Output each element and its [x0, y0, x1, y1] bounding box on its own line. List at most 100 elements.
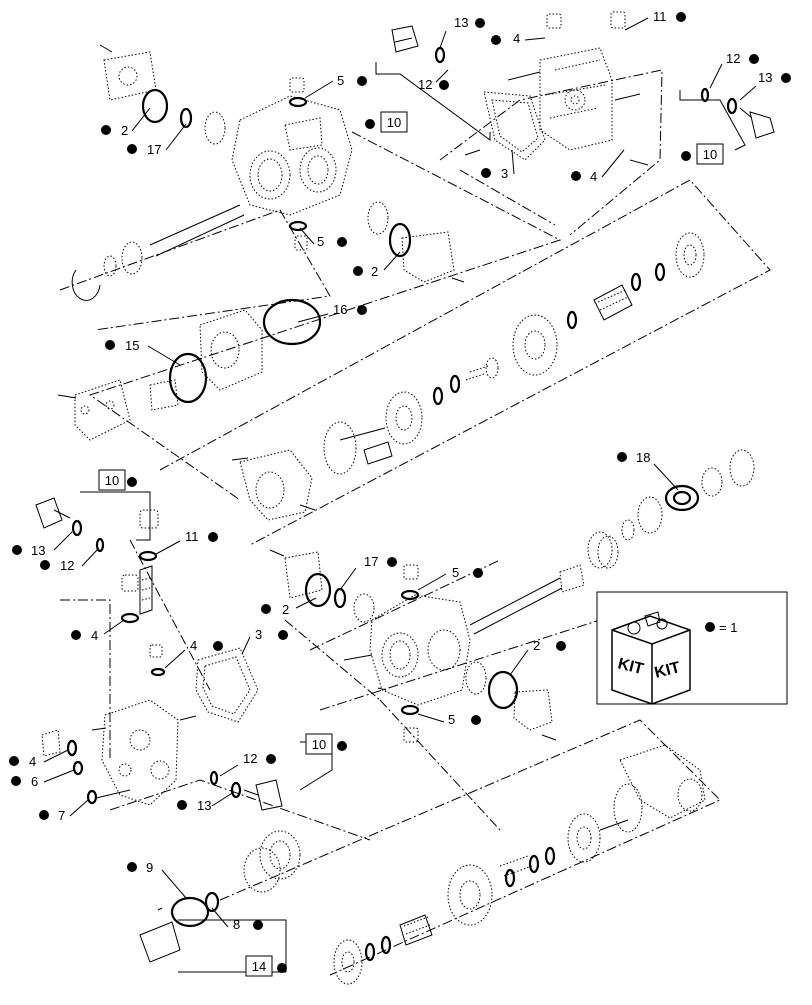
callout-number: 4	[29, 754, 36, 769]
group-bracket	[80, 491, 151, 541]
leader-line	[147, 345, 181, 366]
callout-number: 17	[364, 554, 378, 569]
callout-bullet	[71, 630, 81, 640]
callout-number: 12	[418, 77, 432, 92]
callout-bullet	[9, 756, 19, 766]
callout-number: 4	[590, 169, 597, 184]
callout-17: 17	[127, 123, 187, 157]
callout-bullet	[475, 18, 485, 28]
callout-bullet	[357, 305, 367, 315]
callout-2: 2	[509, 638, 566, 676]
leader-line	[165, 123, 187, 151]
callout-bullet	[749, 54, 759, 64]
callout-4: 4	[9, 749, 69, 769]
callout-bullet	[266, 754, 276, 764]
leader-line	[524, 37, 546, 41]
boxed-label-text: 14	[252, 959, 266, 974]
callout-bullet	[253, 920, 263, 930]
callout-number: 12	[726, 51, 740, 66]
callout-2: 2	[353, 251, 401, 279]
callout-12: 12	[219, 751, 276, 777]
leader-line	[511, 149, 515, 175]
leader-line	[417, 713, 445, 723]
callout-bullet	[439, 80, 449, 90]
callout-number: 2	[371, 264, 378, 279]
top-cartridge-right	[700, 87, 775, 139]
boxed-label-14: 14	[178, 919, 287, 977]
boxed-label-text: 10	[703, 147, 717, 162]
aux-pump	[57, 298, 322, 441]
legend-bullet	[705, 622, 715, 632]
callout-18: 18	[617, 450, 679, 491]
callout-bullet	[471, 715, 481, 725]
callout-13: 13	[739, 70, 791, 101]
group-bracket	[178, 919, 287, 973]
callout-11: 11	[624, 9, 686, 31]
callout-5: 5	[417, 712, 481, 727]
boxed-label-bullet	[337, 741, 347, 751]
lower-rotating-group	[333, 744, 706, 985]
callout-number: 4	[513, 31, 520, 46]
assembly-chain-lines	[59, 69, 771, 976]
callout-number: 12	[60, 558, 74, 573]
callout-bullet	[617, 452, 627, 462]
callout-3: 3	[241, 627, 288, 655]
callout-4: 4	[491, 31, 546, 46]
callout-number: 2	[533, 638, 540, 653]
bottom-cartridge-lower	[209, 770, 283, 811]
leader-line	[241, 636, 251, 655]
top-cartridge-left	[391, 25, 446, 64]
callout-bullet	[353, 266, 363, 276]
callout-4: 4	[164, 638, 223, 669]
leader-line	[383, 251, 401, 271]
callout-number: 8	[233, 917, 240, 932]
callout-5: 5	[417, 565, 483, 591]
callout-2: 2	[101, 107, 151, 138]
callout-bullet	[177, 800, 187, 810]
leader-line	[103, 619, 125, 635]
leader-line	[155, 540, 181, 555]
top-valve-block	[464, 11, 649, 166]
callout-bullet	[11, 776, 21, 786]
callout-bullet	[571, 171, 581, 181]
boxed-label-10: 10	[679, 90, 746, 165]
callout-16: 16	[297, 302, 367, 323]
leader-line	[304, 80, 334, 99]
callout-number: 7	[58, 808, 65, 823]
legend-equals-text: = 1	[719, 620, 737, 635]
callout-bullet	[208, 532, 218, 542]
callout-number: 17	[147, 142, 161, 157]
callout-bullet	[12, 545, 22, 555]
leader-line	[624, 17, 649, 31]
callout-bullet	[676, 12, 686, 22]
callout-13: 13	[177, 791, 235, 813]
callout-number: 6	[31, 774, 38, 789]
callout-6: 6	[11, 769, 75, 789]
callout-5: 5	[299, 227, 347, 249]
kit-legend: KIT KIT = 1	[596, 591, 788, 705]
label-box	[380, 111, 408, 133]
boxed-label-bullet	[365, 119, 375, 129]
leader-line	[219, 764, 239, 777]
leader-line	[164, 649, 186, 669]
callout-bullet	[357, 76, 367, 86]
callout-number: 3	[255, 627, 262, 642]
callout-number: 13	[454, 15, 468, 30]
callout-bullet	[387, 557, 397, 567]
leader-line	[211, 907, 229, 928]
callout-bullet	[101, 125, 111, 135]
boxed-label-bullet	[277, 963, 287, 973]
leader-line	[435, 69, 449, 83]
callout-13: 13	[439, 15, 485, 49]
callout-bullet	[127, 144, 137, 154]
label-box	[305, 733, 333, 755]
boxed-label-text: 10	[105, 473, 119, 488]
label-box	[696, 143, 724, 165]
leader-line	[297, 313, 329, 323]
bottom-valve-block	[41, 509, 259, 806]
callout-number: 13	[197, 798, 211, 813]
callout-bullet	[213, 641, 223, 651]
right-gear-stack	[587, 449, 755, 569]
